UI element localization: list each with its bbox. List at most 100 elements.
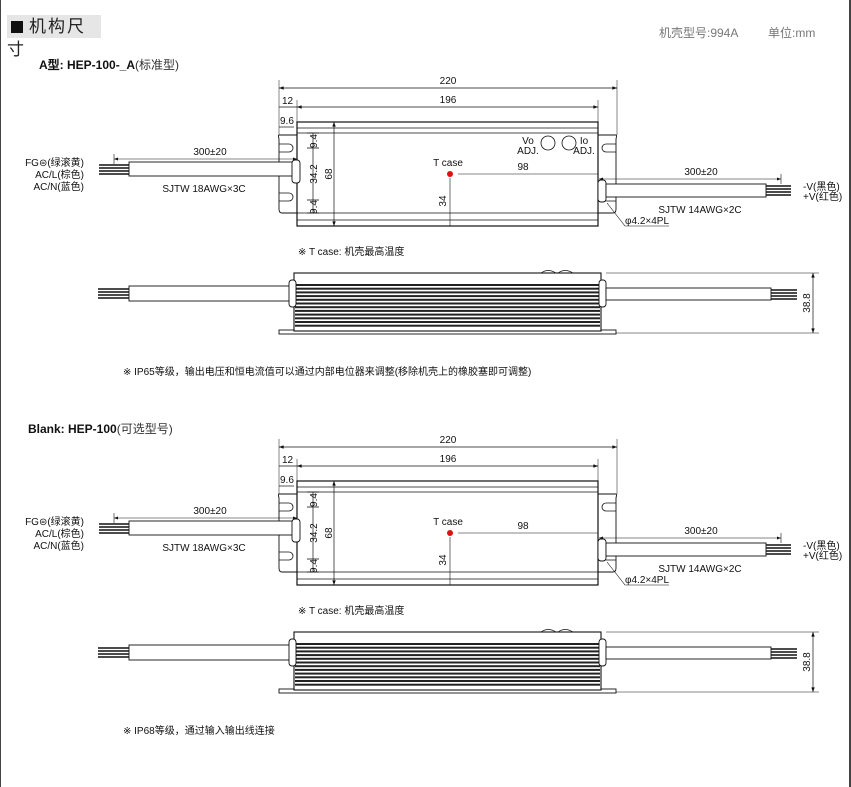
vo-adj-label: ADJ.: [517, 146, 539, 157]
section-b-type: (可选型号): [116, 422, 173, 436]
dim-tcase-y-label: 34: [438, 554, 449, 566]
heat-fin: [295, 321, 600, 323]
side-view: 38.8 ※ IP65等级，输出电压和恒电流值可以通过内部电位器来调整(移除机壳上…: [98, 270, 819, 378]
hole-leader-line: [606, 202, 669, 227]
section-b-title: Blank: HEP-100(可选型号): [28, 420, 173, 437]
dim-input-cable-label: 300±20: [193, 506, 227, 517]
heat-fin: [295, 646, 600, 649]
vo-adj-label: Vo: [522, 136, 534, 147]
heat-fin: [295, 650, 600, 653]
heat-fin: [295, 661, 600, 664]
dim-flange-label: 12: [282, 455, 294, 466]
input-wire-label: AC/L(棕色): [35, 168, 84, 181]
output-gland: [597, 179, 607, 203]
dim-edge-bottom-label: 9.4: [309, 200, 320, 214]
footnote: ※ IP68等级，通过输入输出线连接: [123, 724, 275, 737]
heat-fin: [295, 306, 600, 309]
input-gland-side: [288, 279, 297, 308]
input-cable-label: SJTW 18AWG×3C: [162, 184, 245, 195]
output-cable: [605, 183, 767, 198]
dim-slot-label: 9.6: [280, 475, 294, 486]
tcase-dot-icon: [447, 171, 453, 177]
dim-overall-label: 220: [440, 76, 457, 87]
heat-fin: [295, 302, 600, 305]
dim-center-label: 34.2: [309, 523, 320, 543]
output-gland: [597, 538, 607, 562]
dim-tcase-x-label: 98: [517, 162, 529, 173]
mounting-slot-icon: [279, 551, 294, 561]
input-gland: [291, 159, 301, 184]
input-wire-label: AC/L(棕色): [35, 527, 84, 540]
heat-fin: [295, 287, 600, 290]
heat-fin: [295, 680, 600, 682]
section-a-title: A型: HEP-100-_A(标准型): [39, 56, 179, 73]
io-adj-label: ADJ.: [573, 146, 595, 157]
output-cable-side: [605, 646, 772, 660]
potentiometer-plug-icon: [540, 270, 574, 274]
dim-side-height-label: 38.8: [802, 652, 813, 672]
dim-input-cable-label: 300±20: [193, 147, 227, 158]
mounting-slot-icon: [279, 192, 294, 202]
heat-fin: [295, 284, 600, 286]
hole-note: φ4.2×4PL: [625, 575, 669, 586]
heat-fin: [295, 683, 600, 686]
input-wire-label: AC/N(蓝色): [33, 539, 84, 552]
footnote: ※ IP65等级，输出电压和恒电流值可以通过内部电位器来调整(移除机壳上的橡胶塞…: [123, 365, 531, 378]
heat-fin: [295, 295, 600, 298]
section-b-model: Blank: HEP-100: [28, 422, 117, 436]
heat-fin: [295, 317, 600, 320]
input-wire-label: FG⊜(绿滚黄): [25, 515, 84, 528]
output-cable-label: SJTW 14AWG×2C: [658, 564, 741, 575]
dim-output-cable-label: 300±20: [684, 526, 718, 537]
unit-label: 单位:mm: [768, 26, 816, 40]
heat-fin: [295, 676, 600, 679]
vo-adj-potentiometer-icon: [540, 135, 556, 151]
dim-side-height-label: 38.8: [802, 293, 813, 313]
heat-fin: [295, 654, 600, 657]
input-cable-side: [128, 285, 292, 302]
dim-edge-bottom-label: 9.4: [309, 559, 320, 573]
side-view: 38.8 ※ IP68等级，通过输入输出线连接: [98, 629, 819, 737]
output-cable-side: [605, 287, 772, 301]
output-cable-label: SJTW 14AWG×2C: [658, 205, 741, 216]
dim-body-label: 196: [440, 454, 457, 465]
heat-fin: [295, 672, 600, 675]
dim-output-cable-label: 300±20: [684, 167, 718, 178]
mounting-slot-icon: [279, 143, 294, 153]
tcase-label: T case: [433, 158, 463, 169]
heat-fin: [295, 298, 600, 301]
tcase-label: T case: [433, 517, 463, 528]
case-model: 机壳型号:994A: [659, 26, 739, 40]
heat-fin: [295, 643, 600, 645]
output-gland-side: [598, 279, 607, 308]
dim-flange-label: 12: [282, 96, 294, 107]
heat-fin: [295, 309, 600, 312]
tcase-note: ※ T case: 机壳最高温度: [298, 245, 404, 258]
mounting-slot-icon: [601, 502, 616, 512]
dim-edge-top-label: 9.4: [309, 493, 320, 507]
tcase-dot-icon: [447, 530, 453, 536]
section-a-type: (标准型): [135, 58, 180, 72]
dim-overall-label: 220: [440, 435, 457, 446]
potentiometer-plug-icon: [540, 629, 574, 633]
output-wire-label: -V(黑色): [803, 539, 840, 552]
mounting-slot-icon: [279, 502, 294, 512]
heat-fin: [295, 668, 600, 671]
hole-note: φ4.2×4PL: [625, 216, 669, 227]
dim-body-label: 196: [440, 95, 457, 106]
output-wire-label: +V(红色): [803, 190, 842, 203]
hole-leader-line: [606, 561, 669, 586]
section-a-model: A型: HEP-100-_A: [39, 58, 136, 72]
dim-height-label: 68: [324, 527, 335, 539]
dim-center-label: 34.2: [309, 164, 320, 184]
output-gland-side: [598, 638, 607, 667]
output-cable: [605, 542, 767, 557]
input-cable-label: SJTW 18AWG×3C: [162, 543, 245, 554]
output-wire-label: -V(黑色): [803, 180, 840, 193]
dim-height-label: 68: [324, 168, 335, 180]
heat-fin: [295, 313, 600, 316]
